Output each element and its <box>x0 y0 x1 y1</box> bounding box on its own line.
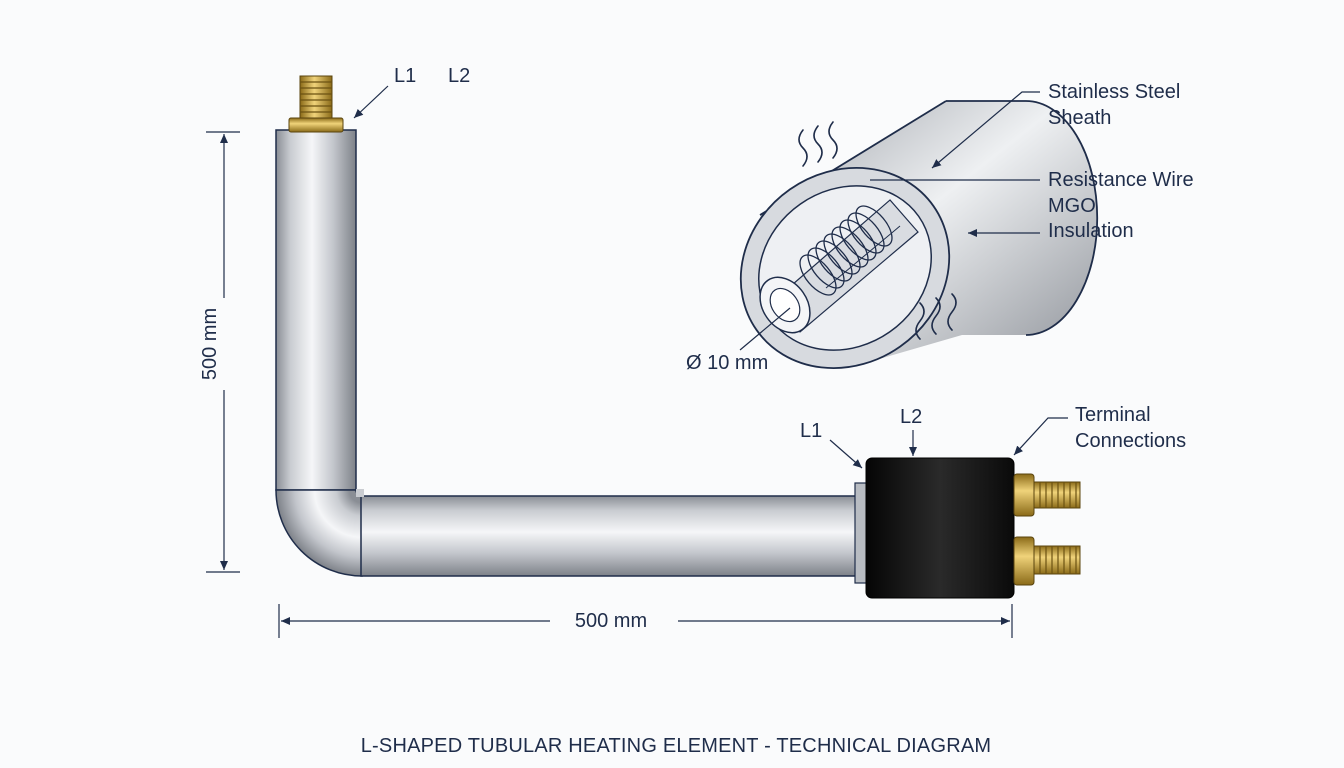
label-sheath-cont: Sheath <box>1048 107 1111 129</box>
leader-diameter <box>739 307 791 351</box>
label-sheath: Stainless Steel <box>1048 81 1180 103</box>
heat-wave-icon <box>915 293 957 340</box>
label-end-l1: L1 <box>800 420 822 442</box>
vertical-tube-section <box>275 129 357 491</box>
label-resistance-wire: Resistance Wire <box>1048 169 1194 191</box>
leader-top <box>353 85 389 119</box>
heat-wave-icon <box>798 121 838 167</box>
resistance-wire-coil <box>799 205 893 296</box>
diagram-title: L-SHAPED TUBULAR HEATING ELEMENT - TECHN… <box>361 735 992 757</box>
terminal-stud-lower <box>1013 536 1081 586</box>
l-shaped-tube <box>275 129 862 577</box>
top-terminal-stud <box>288 75 344 133</box>
leader-terminal <box>1013 417 1068 456</box>
label-diameter: Ø 10 mm <box>686 352 768 374</box>
cross-section-cutaway <box>739 100 1099 370</box>
label-connections: Connections <box>1075 430 1186 452</box>
label-top-l1: L1 <box>394 65 416 87</box>
label-mgo: MGO <box>1048 195 1096 217</box>
terminal-stud-upper <box>1013 473 1081 517</box>
horizontal-tube-section <box>360 495 862 577</box>
leader-end-l1 <box>829 439 863 469</box>
label-top-l2: L2 <box>448 65 470 87</box>
horizontal-dimension-label: 500 mm <box>575 610 647 632</box>
terminal-end-cap <box>854 457 1015 599</box>
label-terminal: Terminal <box>1075 404 1151 426</box>
vertical-dimension-label: 500 mm <box>199 308 221 380</box>
label-insulation: Insulation <box>1048 220 1134 242</box>
horizontal-dimension <box>278 604 1013 638</box>
label-end-l2: L2 <box>900 406 922 428</box>
leader-sheath <box>931 91 1040 169</box>
tube-bend <box>275 489 363 577</box>
